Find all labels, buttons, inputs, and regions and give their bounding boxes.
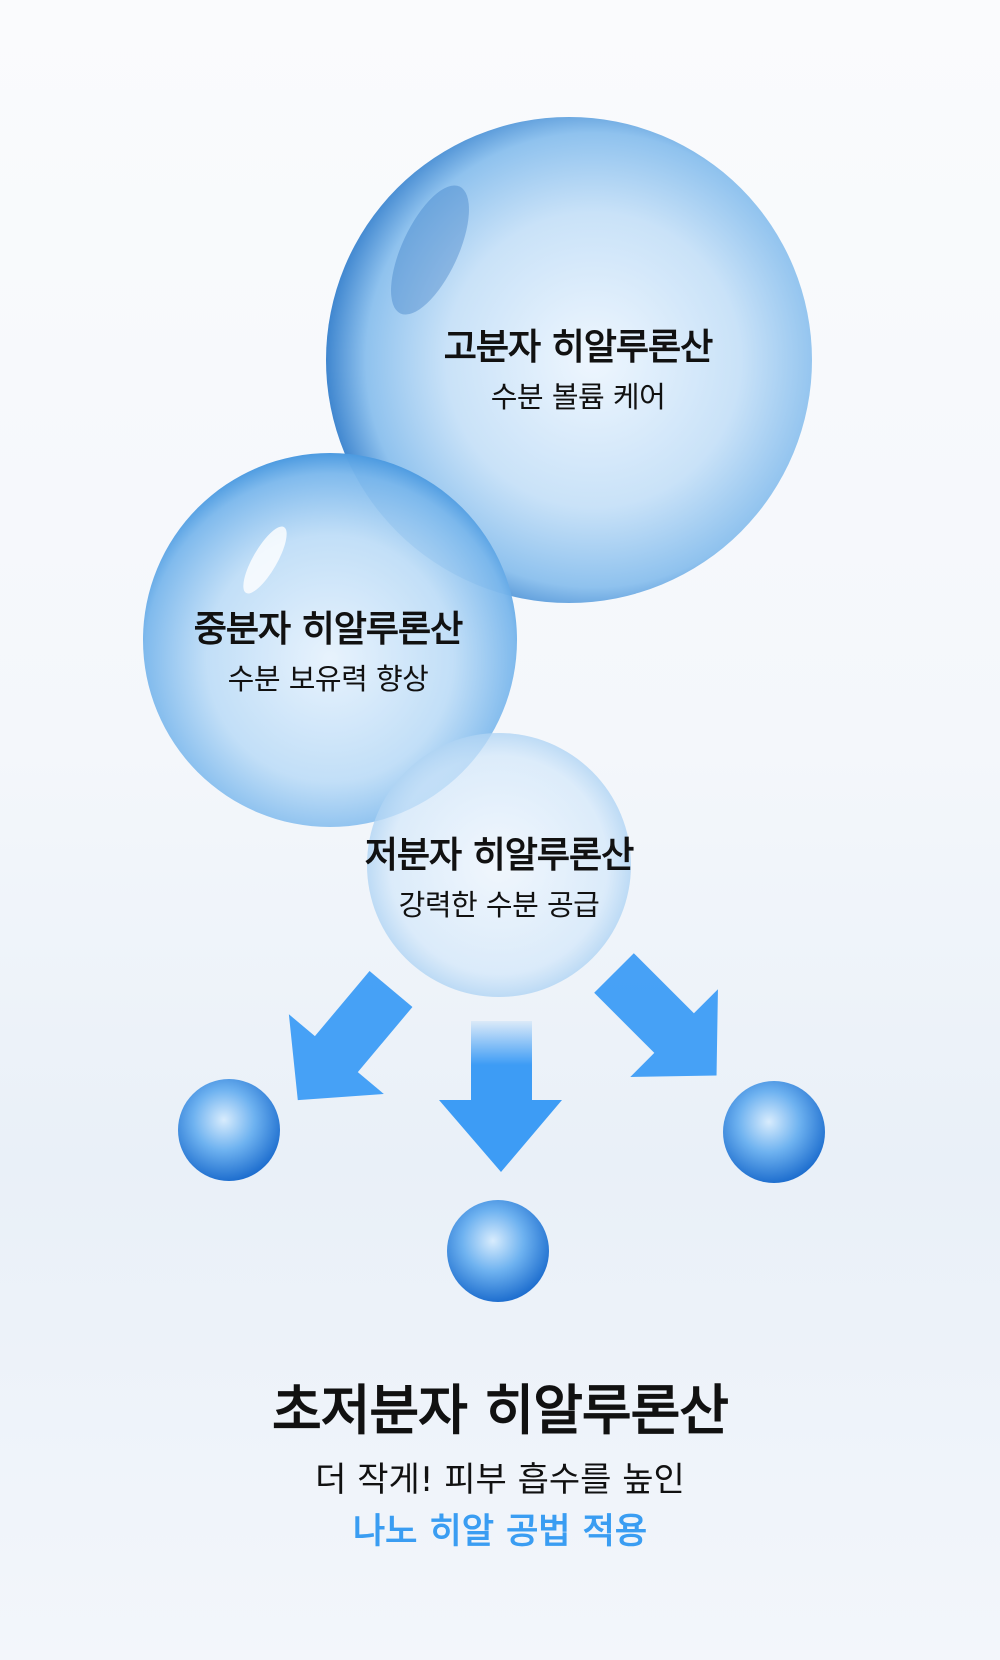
highlight-text: 나노 히알 공법 적용 (352, 1512, 648, 1552)
headline: 초저분자 히알루론산 (272, 1379, 729, 1442)
nano-drop-left (178, 1079, 280, 1181)
bubble-subtitle: 수분 볼륨 케어 (490, 380, 666, 414)
bubble-subtitle: 강력한 수분 공급 (398, 888, 600, 922)
mid-molecular-bubble (143, 453, 517, 827)
mid-molecular-label: 중분자 히알루론산 수분 보유력 향상 (194, 600, 463, 698)
bubble-title: 고분자 히알루론산 (443, 327, 713, 368)
low-molecular-bubble (367, 733, 631, 997)
high-molecular-bubble (326, 117, 812, 603)
nano-drop-right (723, 1081, 825, 1183)
subline: 더 작게! 피부 흡수를 높인 (315, 1460, 685, 1500)
bubble-title: 저분자 히알루론산 (364, 835, 634, 876)
bubble-title: 중분자 히알루론산 (193, 609, 463, 650)
bubble-subtitle: 수분 보유력 향상 (227, 662, 429, 696)
arrow-left-icon (288, 971, 413, 1101)
low-molecular-label: 저분자 히알루론산 강력한 수분 공급 (365, 826, 634, 924)
arrow-down-icon (439, 1021, 562, 1172)
arrow-right-icon (594, 953, 718, 1077)
nano-drop-center (447, 1200, 549, 1302)
high-molecular-label: 고분자 히알루론산 수분 볼륨 케어 (444, 318, 713, 416)
